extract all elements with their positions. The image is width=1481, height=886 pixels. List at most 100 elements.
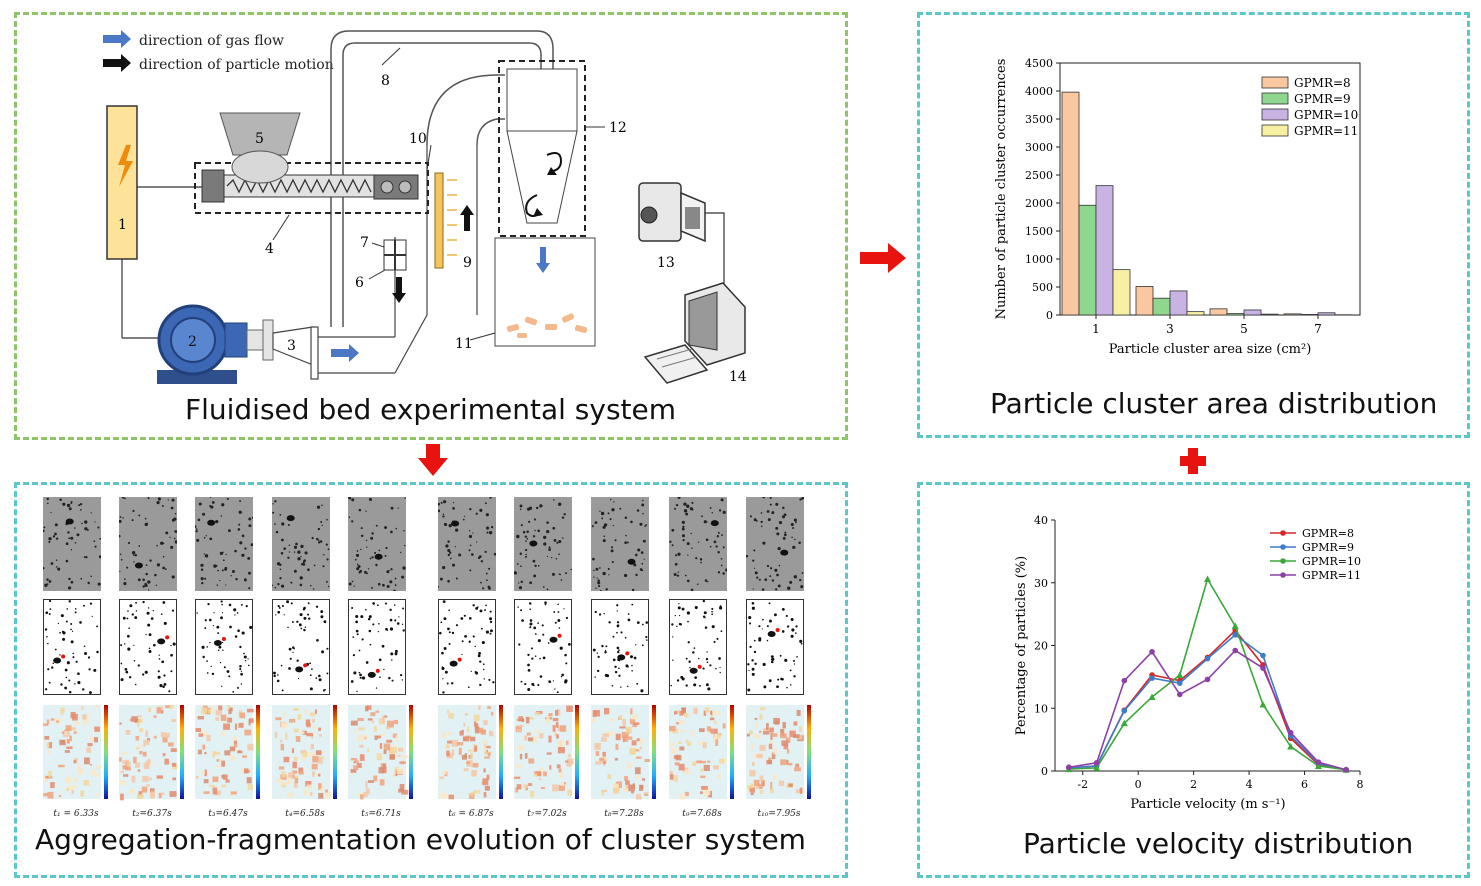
particle bbox=[134, 616, 138, 620]
particle bbox=[624, 516, 628, 519]
particle bbox=[489, 632, 492, 635]
particle bbox=[78, 504, 81, 507]
velocity-patch bbox=[700, 775, 706, 779]
velocity-patch bbox=[483, 768, 486, 773]
velocity-patch bbox=[89, 763, 92, 766]
particle bbox=[66, 503, 71, 508]
particle bbox=[624, 541, 627, 545]
raw-frame bbox=[746, 497, 804, 591]
particle bbox=[293, 648, 295, 650]
particle bbox=[97, 526, 100, 529]
particle bbox=[761, 588, 765, 591]
velocity-patch bbox=[759, 790, 764, 794]
velocity-patch bbox=[311, 735, 314, 740]
particle bbox=[280, 664, 283, 667]
particle bbox=[752, 559, 755, 562]
particle bbox=[371, 556, 374, 559]
cluster bbox=[767, 631, 776, 638]
particle bbox=[353, 585, 355, 587]
particle bbox=[128, 676, 132, 679]
particle bbox=[609, 518, 612, 521]
velocity-patch bbox=[287, 777, 292, 784]
particle bbox=[543, 535, 547, 539]
velocity-patch bbox=[294, 777, 299, 784]
legend-swatch bbox=[1261, 92, 1289, 105]
particle bbox=[631, 603, 634, 606]
particle bbox=[442, 691, 445, 694]
cluster bbox=[286, 515, 295, 522]
binary-frame bbox=[669, 599, 727, 695]
particle bbox=[458, 553, 462, 557]
velocity-patch bbox=[515, 787, 519, 793]
particle bbox=[144, 517, 147, 520]
velocity-patch bbox=[594, 742, 601, 750]
particle bbox=[84, 527, 88, 531]
colorbar bbox=[256, 705, 260, 799]
particle bbox=[93, 540, 96, 543]
particle bbox=[706, 651, 708, 653]
particle-down-arrow bbox=[396, 277, 402, 293]
particle bbox=[674, 562, 678, 566]
particle bbox=[529, 608, 531, 610]
particle bbox=[163, 621, 167, 625]
velocity-patch bbox=[247, 743, 254, 751]
particle bbox=[206, 646, 209, 648]
particle bbox=[65, 620, 68, 623]
particle bbox=[356, 567, 360, 571]
particle bbox=[780, 677, 783, 681]
velocity-patch bbox=[566, 705, 573, 712]
velocity-patch bbox=[139, 750, 143, 755]
particle bbox=[454, 546, 456, 548]
particle bbox=[616, 625, 619, 628]
particle bbox=[802, 497, 804, 499]
particle bbox=[519, 508, 522, 511]
particle bbox=[299, 576, 303, 580]
camera-icon bbox=[638, 182, 706, 243]
data-point bbox=[1314, 762, 1322, 769]
velocity-patch bbox=[525, 716, 530, 724]
velocity-patch bbox=[614, 757, 619, 761]
velocity-patch bbox=[617, 781, 622, 788]
particle bbox=[552, 680, 554, 682]
particle bbox=[717, 571, 721, 574]
velocity-patch bbox=[87, 742, 93, 747]
particle bbox=[485, 630, 490, 634]
particle bbox=[773, 613, 777, 617]
velocity-patch bbox=[756, 753, 763, 758]
particle bbox=[226, 497, 229, 500]
velocity-patch bbox=[86, 717, 89, 724]
particle bbox=[532, 559, 536, 563]
particle bbox=[239, 665, 242, 668]
lightning-icon bbox=[118, 145, 133, 187]
particle bbox=[326, 672, 329, 675]
particle bbox=[91, 615, 93, 617]
particle bbox=[174, 530, 177, 533]
particle bbox=[761, 628, 763, 630]
velocity-patch bbox=[306, 732, 314, 737]
bar bbox=[1135, 286, 1154, 316]
particle bbox=[303, 616, 307, 620]
velocity-patch bbox=[274, 731, 278, 738]
particle bbox=[463, 614, 466, 617]
velocity-patch bbox=[780, 759, 787, 766]
particle bbox=[72, 652, 74, 655]
velocity-patch bbox=[310, 743, 315, 750]
particle bbox=[789, 580, 793, 584]
particle bbox=[602, 539, 606, 543]
velocity-patch bbox=[310, 792, 313, 796]
particle bbox=[753, 549, 756, 552]
particle bbox=[144, 670, 148, 674]
particle bbox=[68, 690, 72, 694]
particle bbox=[706, 580, 709, 583]
particle bbox=[439, 631, 442, 635]
particle bbox=[55, 566, 58, 568]
particle bbox=[674, 614, 676, 617]
particle bbox=[59, 631, 61, 634]
velocity-patch bbox=[162, 736, 168, 743]
particle bbox=[45, 688, 48, 691]
particle bbox=[239, 645, 242, 649]
particle bbox=[356, 690, 358, 693]
velocity-patch bbox=[350, 720, 358, 726]
velocity-patch bbox=[484, 742, 487, 749]
